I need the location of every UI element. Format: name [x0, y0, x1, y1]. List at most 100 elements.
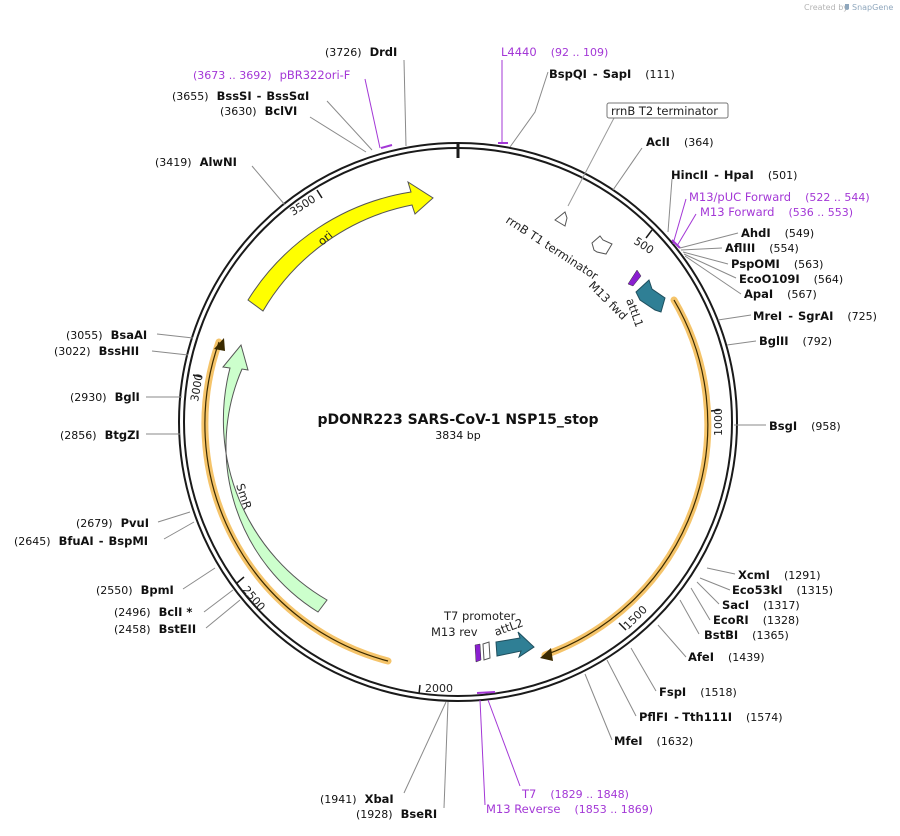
site-bfuai-name: BfuAI: [59, 534, 94, 548]
site-bsshii-coord: (3022): [54, 345, 91, 358]
site-bsshii: (3022) BssHII: [54, 344, 139, 358]
plasmid-name: pDONR223 SARS-CoV-1 NSP15_stop: [317, 412, 598, 428]
site-mfei-name: MfeI: [614, 734, 643, 748]
site-pvui-name: PvuI: [121, 516, 149, 530]
site-bfuai-coord: (2645): [14, 535, 51, 548]
site-bsgi-name: BsgI: [769, 419, 797, 433]
pspomi-leader: [682, 251, 729, 265]
feature-m13-reverse: M13 Reverse(1853 .. 1869): [486, 802, 653, 816]
site-bclvi: (3630)BclVI: [220, 104, 297, 118]
site-afei-coord: (1439): [728, 651, 765, 664]
ecori-leader: [690, 587, 711, 621]
site-pspomi-name: PspOMI: [731, 257, 780, 271]
site-bseri: (1928)BseRI: [356, 807, 437, 821]
saci-leader: [696, 581, 720, 605]
site-bglii-coord: (792): [803, 335, 833, 348]
feature-t7-coord: (1829 .. 1848): [550, 788, 629, 801]
t7-promoter-label: T7 promoter: [443, 609, 516, 623]
tick-marks: [192, 189, 721, 695]
site-mrei-extra: SgrAI: [798, 309, 833, 323]
m13-rev-primer-arrow: [474, 643, 482, 663]
site-bsteii-name: BstEII: [159, 622, 197, 636]
m13-reverse-leader: [479, 699, 486, 806]
feature-l4440-name: L4440: [501, 45, 537, 59]
site-saci: SacI (1317): [722, 598, 800, 612]
site-acli: AclI (364): [646, 135, 714, 149]
site-ecoo109i: EcoO109I(564): [739, 272, 843, 286]
feature-m13-forward-name: M13 Forward: [700, 205, 774, 219]
orange-arc-left-arrowhead: [214, 338, 225, 351]
site-xbai-coord: (1941): [320, 793, 357, 806]
xcmi-leader: [706, 567, 736, 575]
rrnb-t1-label: rrnB T1 terminator: [503, 213, 601, 283]
orange-arc-right-line: [544, 299, 709, 656]
site-saci-coord: (1317): [763, 599, 800, 612]
site-xbai-name: XbaI: [365, 792, 394, 806]
site-bspqi-dash: -: [593, 67, 598, 81]
site-pflfi-coord: (1574): [746, 711, 783, 724]
rrnb-t2-leader: [567, 117, 615, 207]
site-alwni-coord: (3419): [155, 156, 192, 169]
site-bstbi-name: BstBI: [704, 628, 738, 642]
site-afliii: AflIII(554): [725, 241, 799, 255]
site-pflfi-name: PflFI: [639, 710, 668, 724]
site-saci-name: SacI: [722, 598, 749, 612]
feature-pbr322ori-f-name: pBR322ori-F: [280, 68, 351, 82]
rrnb-t2-label: rrnB T2 terminator: [611, 104, 718, 118]
site-drdi-coord: (3726): [325, 46, 362, 59]
site-drdi: (3726) DrdI: [325, 45, 397, 59]
site-bpmi-name: BpmI: [141, 583, 174, 597]
afliii-leader: [680, 247, 723, 251]
site-bfuai-extra: BspMI: [109, 534, 149, 548]
tick-label-1000: 1000: [712, 408, 725, 436]
site-xcmi: XcmI(1291): [738, 568, 821, 582]
site-acli-coord: (364): [684, 136, 714, 149]
site-mrei: MreI-SgrAI(725): [753, 309, 877, 323]
enzyme-leaders: [146, 59, 766, 809]
smr-arrow: [222, 343, 328, 613]
site-drdi-name: DrdI: [370, 45, 398, 59]
site-bclvi-name: BclVI: [265, 104, 298, 118]
site-bsgi-coord: (958): [811, 420, 841, 433]
site-bsteii-coord: (2458): [114, 623, 151, 636]
site-bspqi-coord: (111): [645, 68, 675, 81]
feature-t7-name: T7: [521, 787, 536, 801]
feature-m13-reverse-name: M13 Reverse: [486, 802, 560, 816]
site-bglii: BglII(792): [759, 334, 832, 348]
site-apai-coord: (567): [787, 288, 817, 301]
site-mrei-coord: (725): [847, 310, 877, 323]
site-fspi: FspI(1518): [659, 685, 737, 699]
bclvi-leader: [309, 116, 367, 153]
site-bgli-coord: (2930): [70, 391, 107, 404]
m13-puc-forward-leader: [672, 198, 687, 245]
site-alwni-name: AlwNI: [200, 155, 237, 169]
bsaai-leader: [156, 333, 194, 339]
site-bsteii: (2458) BstEII: [114, 622, 196, 636]
site-eco53ki: Eco53kI(1315): [732, 583, 833, 597]
site-pflfi: PflFI-Tth111I(1574): [639, 710, 783, 724]
rrnb-t1-arrow: [591, 235, 613, 255]
site-bstbi-coord: (1365): [752, 629, 789, 642]
orange-arc-right-arrowhead: [540, 648, 553, 661]
feature-pbr322ori-f: (3673 .. 3692)pBR322ori-F: [193, 68, 350, 82]
feature-t7: T7 (1829 .. 1848): [521, 787, 629, 801]
tick-2000: [418, 684, 421, 695]
acli-leader: [612, 147, 643, 191]
tick-label-3000: 3000: [188, 373, 206, 403]
site-bfuai: (2645)BfuAI-BspMI: [14, 534, 148, 548]
site-btgzi-coord: (2856): [60, 429, 97, 442]
orange-arc-right: [541, 296, 712, 659]
site-hincii-extra: HpaI: [724, 168, 754, 182]
bsshii-leader: [151, 350, 189, 356]
pbr322ori-f-mark: [380, 144, 393, 149]
pflfi-leader: [606, 659, 637, 717]
site-ecori-coord: (1328): [763, 614, 800, 627]
site-xcmi-coord: (1291): [784, 569, 821, 582]
site-bsshii-name: BssHII: [99, 344, 140, 358]
site-bsssi-coord: (3655): [172, 90, 209, 103]
site-fspi-name: FspI: [659, 685, 686, 699]
site-mrei-name: MreI: [753, 309, 782, 323]
site-acli-name: AclI: [646, 135, 670, 149]
site-bsssi-extra: BssSαI: [266, 89, 309, 103]
